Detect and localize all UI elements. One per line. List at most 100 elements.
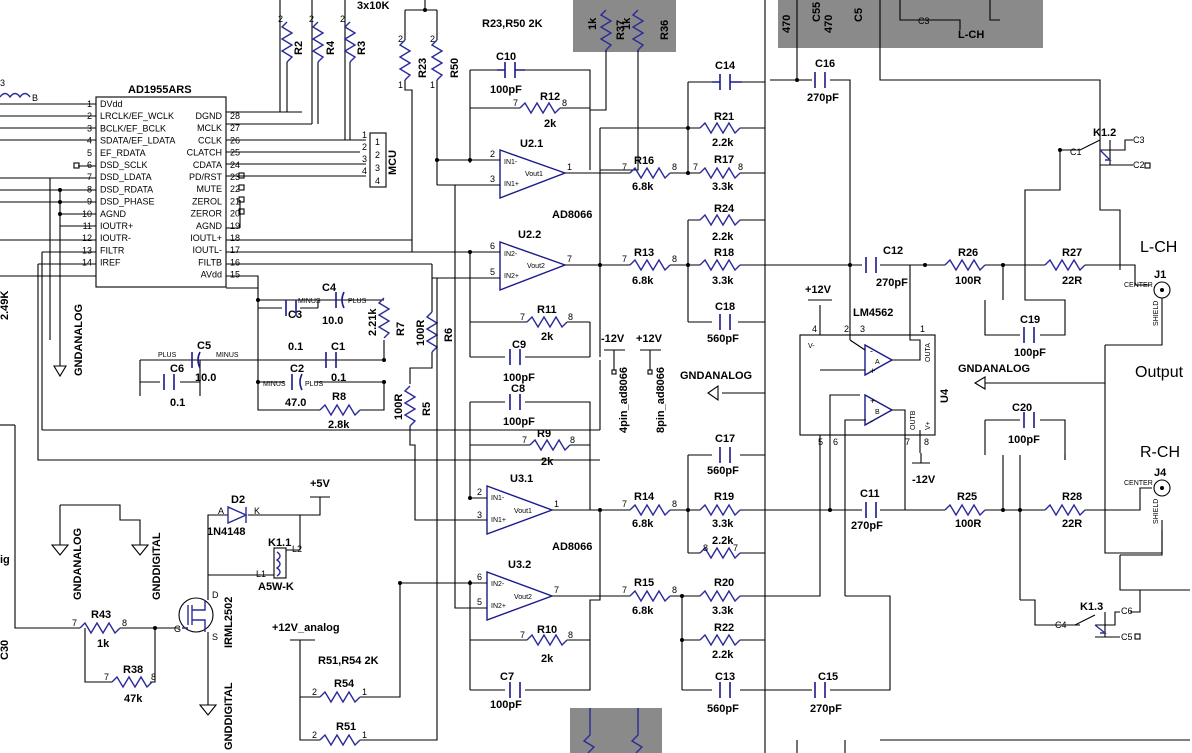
svg-text:7: 7 [522, 435, 527, 445]
svg-text:7: 7 [622, 162, 627, 172]
dac-pin-text: 5 [87, 148, 92, 158]
svg-text:R51,R54 2K: R51,R54 2K [318, 655, 379, 667]
svg-text:3: 3 [375, 163, 380, 173]
dac-pin-text: 22 [230, 184, 240, 194]
dac-pin-text: CDATA [193, 160, 222, 170]
svg-text:3: 3 [490, 174, 495, 184]
svg-text:3.3k: 3.3k [712, 181, 734, 193]
svg-text:7: 7 [622, 254, 627, 264]
r50-label: R50 [449, 58, 461, 78]
svg-text:2.21k: 2.21k [367, 308, 379, 336]
dac-pin-text: 13 [82, 245, 92, 255]
svg-text:2.8k: 2.8k [328, 419, 350, 431]
dac-pin-text: 28 [230, 111, 240, 121]
svg-text:100R: 100R [955, 518, 981, 530]
dac-pin-text: FILTB [198, 257, 222, 267]
svg-text:3: 3 [477, 510, 482, 520]
svg-text:100pF: 100pF [1014, 347, 1046, 359]
svg-text:2.2k: 2.2k [712, 231, 734, 243]
svg-text:3: 3 [362, 154, 367, 164]
svg-text:CENTER: CENTER [1124, 282, 1153, 289]
svg-text:C2: C2 [1133, 160, 1145, 170]
svg-text:7: 7 [513, 98, 518, 108]
svg-text:560pF: 560pF [707, 465, 739, 477]
svg-text:R23,R50 2K: R23,R50 2K [482, 18, 543, 30]
svg-text:3.3k: 3.3k [712, 275, 734, 287]
svg-text:C6: C6 [170, 363, 184, 375]
svg-text:7: 7 [905, 437, 910, 447]
svg-text:IN1+: IN1+ [504, 181, 519, 188]
svg-text:2k: 2k [541, 331, 554, 343]
dac-pin-text: CLATCH [187, 148, 222, 158]
dac-pin-text: 14 [82, 258, 92, 268]
svg-text:R14: R14 [634, 491, 655, 503]
svg-text:6.8k: 6.8k [632, 518, 654, 530]
dac-pin-text: DSD_PHASE [100, 197, 155, 207]
svg-text:AD8066: AD8066 [552, 541, 592, 553]
dac-pin-text: DSD_RDATA [100, 184, 153, 194]
svg-text:IN1-: IN1- [491, 495, 505, 502]
dac-ad1955: AD1955ARS [95, 84, 227, 288]
svg-text:IN2+: IN2+ [491, 603, 506, 610]
svg-text:U3.2: U3.2 [508, 559, 531, 571]
svg-text:100R: 100R [955, 275, 981, 287]
svg-text:1: 1 [362, 130, 367, 140]
svg-text:5: 5 [818, 437, 823, 447]
svg-text:R54: R54 [334, 678, 355, 690]
svg-text:100pF: 100pF [490, 699, 522, 711]
svg-text:8: 8 [568, 630, 573, 640]
svg-text:R26: R26 [958, 247, 978, 259]
svg-text:PLUS: PLUS [305, 381, 324, 388]
dac-pin-text: IOUTL- [192, 245, 222, 255]
svg-text:100pF: 100pF [503, 416, 535, 428]
svg-text:2: 2 [375, 150, 380, 160]
svg-text:Vout2: Vout2 [514, 594, 532, 601]
svg-text:IN2-: IN2- [491, 581, 505, 588]
svg-text:100pF: 100pF [490, 84, 522, 96]
svg-text:2: 2 [312, 730, 317, 740]
svg-text:2: 2 [278, 14, 283, 24]
svg-text:-: - [870, 346, 873, 356]
svg-text:C18: C18 [715, 301, 735, 313]
svg-text:C11: C11 [860, 488, 880, 500]
svg-text:K1.1: K1.1 [268, 537, 291, 549]
svg-text:C16: C16 [815, 58, 835, 70]
svg-text:8: 8 [672, 585, 677, 595]
opamp-u3-1 [486, 484, 555, 536]
svg-text:6.8k: 6.8k [632, 605, 654, 617]
svg-text:R-CH: R-CH [1140, 444, 1180, 461]
svg-text:270pF: 270pF [876, 277, 908, 289]
svg-text:R11: R11 [537, 304, 557, 316]
svg-text:PLUS: PLUS [158, 352, 177, 359]
svg-text:CENTER: CENTER [1124, 480, 1153, 487]
svg-text:C3: C3 [288, 309, 302, 321]
dac-pin-text: IREF [100, 258, 121, 268]
svg-text:R22: R22 [714, 622, 734, 634]
svg-text:R18: R18 [714, 247, 734, 259]
svg-text:100pF: 100pF [1008, 434, 1040, 446]
opamp-u3-2 [486, 570, 555, 622]
dac-pin-text: CCLK [198, 135, 222, 145]
svg-text:47k: 47k [124, 693, 143, 705]
svg-text:L-CH: L-CH [1140, 239, 1177, 256]
svg-text:470: 470 [823, 15, 835, 33]
svg-text:U2.1: U2.1 [520, 138, 543, 150]
r36-label: R36 [659, 20, 671, 40]
highlight-block-bottom [570, 708, 662, 753]
svg-text:6: 6 [477, 572, 482, 582]
wire-dac-left-inputs [0, 103, 96, 277]
dac-pin-text: ZEROL [192, 196, 222, 206]
svg-text:7: 7 [567, 254, 572, 264]
svg-text:B: B [32, 93, 38, 103]
svg-text:0.1: 0.1 [170, 397, 185, 409]
svg-text:GNDANALOG: GNDANALOG [958, 363, 1030, 375]
svg-text:2k: 2k [541, 456, 554, 468]
svg-text:6.8k: 6.8k [632, 275, 654, 287]
ground-symbol-digital-bl [130, 544, 150, 556]
svg-text:OUTA: OUTA [925, 343, 932, 362]
svg-text:R15: R15 [634, 577, 654, 589]
svg-text:K1.3: K1.3 [1080, 601, 1103, 613]
svg-text:100R: 100R [393, 394, 405, 420]
svg-text:4: 4 [812, 324, 817, 334]
svg-text:8: 8 [570, 435, 575, 445]
